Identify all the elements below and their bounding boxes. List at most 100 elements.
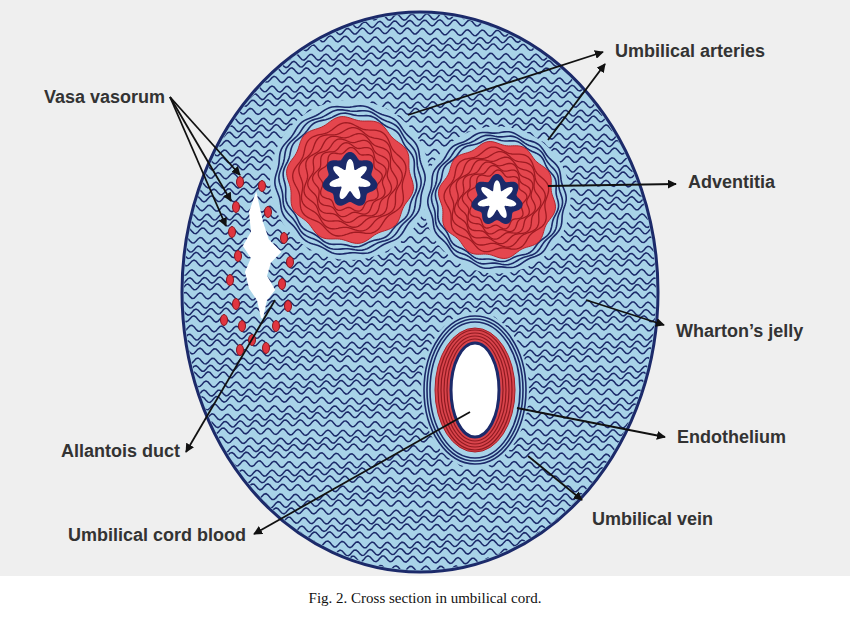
vein-adventitia-ring	[430, 322, 520, 458]
jelly-fibre	[170, 372, 672, 380]
vasa-vasorum-vessel	[259, 181, 266, 192]
part-label: Adventitia	[688, 171, 775, 193]
muscle-layer	[308, 139, 392, 222]
leader-line	[548, 184, 676, 186]
vein-endothelium	[451, 343, 499, 437]
adventitia-ring	[279, 110, 421, 251]
vasa-vasorum-vessel	[273, 321, 280, 332]
jelly-fibre	[170, 124, 672, 132]
adventitia-ring	[435, 138, 558, 261]
jelly-fibre	[170, 332, 672, 340]
vasa-vasorum-vessel	[237, 177, 244, 188]
muscle-layer	[468, 170, 527, 229]
artery-intima	[324, 153, 377, 205]
jelly-fibre	[170, 36, 672, 44]
vasa-vasorum-vessel	[287, 257, 294, 268]
jelly-fibre	[170, 132, 672, 140]
adventitia-ring	[428, 132, 566, 269]
jelly-fibre	[170, 500, 672, 508]
vein-muscle-layer	[444, 336, 506, 444]
muscle-layer	[293, 123, 406, 236]
muscle-layer	[313, 143, 387, 217]
jelly-fibre	[170, 4, 672, 12]
muscle-layer	[455, 157, 541, 243]
leader-line	[586, 300, 664, 325]
vasa-vasorum-vessel	[279, 279, 286, 290]
muscle-layer	[450, 152, 546, 247]
jelly-fibre	[170, 28, 672, 36]
leader-line	[548, 64, 605, 140]
vasa-vasorum-vessel	[235, 251, 242, 262]
muscle-layer	[444, 147, 549, 252]
vein-muscle-layer	[438, 330, 512, 450]
part-label: Umbilical cord blood	[68, 524, 246, 546]
part-label: Allantois duct	[61, 440, 180, 462]
vasa-vasorum-vessel	[233, 299, 240, 310]
artery-media	[439, 142, 556, 259]
jelly-fibre	[170, 412, 672, 420]
jelly-fibre	[170, 52, 672, 60]
jelly-fibre	[170, 44, 672, 52]
jelly-fibre	[170, 92, 672, 100]
vein-adventitia-ring	[424, 316, 526, 464]
allantois-duct-region	[221, 177, 294, 356]
jelly-fibre	[170, 468, 672, 476]
artery-halo	[423, 126, 570, 273]
jelly-fibre	[170, 340, 672, 348]
artery-lumen	[478, 180, 517, 218]
jelly-fibre	[170, 292, 672, 300]
vasa-vasorum-vessel	[285, 301, 292, 312]
jelly-fibre	[170, 60, 672, 68]
jelly-fibre	[170, 484, 672, 492]
part-label: Umbilical vein	[592, 508, 713, 530]
adventitia-ring	[283, 113, 417, 247]
figure-caption: Fig. 2. Cross section in umbilical cord.	[0, 588, 850, 608]
leader-line	[170, 97, 240, 175]
umbilical-artery	[270, 100, 430, 260]
jelly-fibre	[170, 572, 672, 580]
jelly-fibre	[170, 356, 672, 364]
leader-line	[186, 300, 275, 452]
umbilical-vein	[421, 312, 529, 468]
leader-line	[528, 456, 582, 500]
muscle-layer	[458, 162, 535, 239]
jelly-fibre	[170, 100, 672, 108]
jelly-fibre	[170, 556, 672, 564]
leader-lines	[170, 52, 676, 534]
jelly-fibre	[170, 228, 672, 236]
vessels	[270, 100, 571, 468]
part-label: Vasa vasorum	[44, 86, 165, 108]
jelly-fibre	[170, 564, 672, 572]
part-label: Umbilical arteries	[615, 40, 765, 62]
allantois-duct	[244, 195, 280, 318]
jelly-fibre	[170, 252, 672, 260]
adventitia-ring	[431, 135, 562, 264]
jelly-fibre	[170, 548, 672, 556]
jelly-fibre	[170, 444, 672, 452]
jelly-fibre	[170, 260, 672, 268]
jelly-fibre	[170, 308, 672, 316]
vein-muscle-layer	[441, 333, 509, 447]
jelly-fibre	[170, 452, 672, 460]
leader-line	[517, 408, 665, 437]
umbilical-artery	[423, 126, 570, 273]
vasa-vasorum-vessel	[265, 207, 272, 218]
vein-muscle-layer	[447, 339, 503, 441]
artery-intima	[472, 175, 521, 223]
muscle-layer	[318, 148, 382, 212]
jelly-fibre	[170, 388, 672, 396]
muscle-layer	[304, 134, 397, 228]
leader-line	[170, 97, 231, 201]
jelly-fibre	[170, 460, 672, 468]
jelly-fibre	[170, 284, 672, 292]
muscle-layer	[462, 166, 530, 234]
jelly-fibre	[170, 396, 672, 404]
jelly-fibre	[170, 220, 672, 228]
whartons-jelly-waves	[170, 4, 672, 580]
part-label: Endothelium	[677, 426, 786, 448]
jelly-fibre	[170, 76, 672, 84]
vasa-vasorum-vessel	[229, 227, 236, 238]
vasa-vasorum-vessel	[281, 233, 288, 244]
jelly-fibre	[170, 476, 672, 484]
vein-adventitia-ring	[427, 319, 523, 461]
